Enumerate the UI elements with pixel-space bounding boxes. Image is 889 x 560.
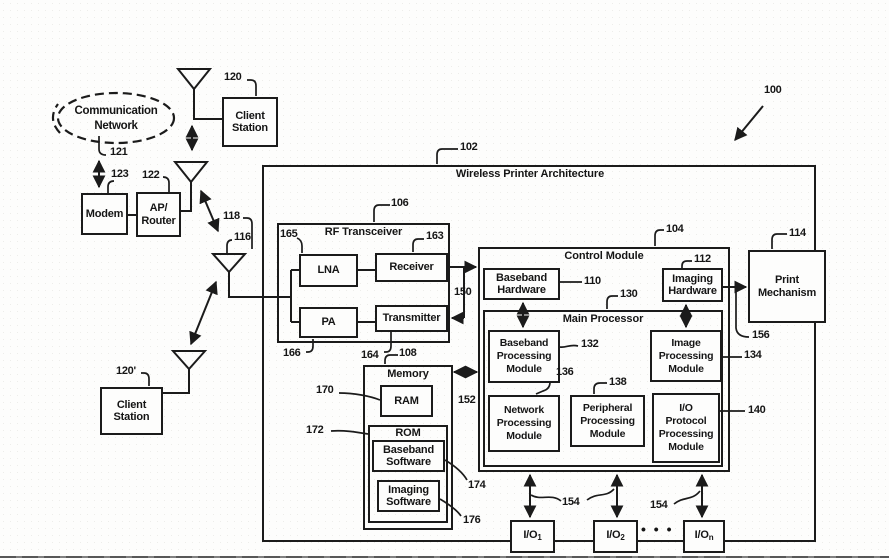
baseband-hardware-box: Baseband Hardware bbox=[483, 268, 560, 300]
ref-112: 112 bbox=[694, 253, 711, 265]
ref-100: 100 bbox=[764, 84, 782, 96]
memory-box bbox=[363, 365, 453, 530]
ap-router-box: AP/ Router bbox=[136, 192, 181, 237]
pa-box: PA bbox=[299, 307, 358, 338]
ion-box: I/On bbox=[683, 520, 725, 553]
ref-152: 152 bbox=[458, 394, 476, 406]
rom-title: ROM bbox=[395, 427, 421, 439]
rf-transceiver-box bbox=[277, 223, 450, 343]
communication-network-label: Communication Network bbox=[74, 105, 158, 132]
ref-104: 104 bbox=[666, 223, 684, 235]
io2-box: I/O2 bbox=[593, 520, 638, 553]
imaging-software-box: Imaging Software bbox=[377, 480, 440, 512]
communication-network-cloud bbox=[51, 91, 176, 145]
ref-132: 132 bbox=[581, 338, 599, 350]
rf-transceiver-title: RF Transceiver bbox=[324, 226, 403, 238]
io1-box: I/O1 bbox=[510, 520, 555, 553]
ion-label: I/On bbox=[694, 528, 714, 542]
ref-154-right: 154 bbox=[650, 499, 668, 511]
ref-170: 170 bbox=[316, 384, 334, 396]
main-processor-title: Main Processor bbox=[562, 313, 644, 325]
scan-edge-artifact bbox=[0, 556, 889, 558]
ref-138: 138 bbox=[609, 376, 627, 388]
io-ellipsis: • • • bbox=[641, 521, 674, 537]
ref-130: 130 bbox=[620, 288, 638, 300]
rom-box bbox=[368, 425, 448, 523]
antenna-icon-printer bbox=[210, 253, 291, 298]
control-module-box bbox=[478, 247, 730, 472]
ref-121: 121 bbox=[110, 146, 128, 158]
ref-166: 166 bbox=[283, 347, 301, 359]
peripheral-processing-module-box: Peripheral Processing Module bbox=[570, 395, 645, 447]
double-arrows bbox=[92, 124, 709, 519]
main-processor-box bbox=[483, 310, 723, 467]
memory-title: Memory bbox=[387, 368, 429, 380]
ref-102: 102 bbox=[460, 141, 478, 153]
ref-134: 134 bbox=[744, 349, 762, 361]
ref-108: 108 bbox=[399, 347, 417, 359]
io1-label: I/O1 bbox=[523, 528, 542, 542]
antenna-icon-client-top bbox=[175, 68, 222, 120]
print-mechanism-box: Print Mechanism bbox=[748, 250, 826, 323]
ref-165: 165 bbox=[280, 228, 298, 240]
ref-140: 140 bbox=[748, 404, 766, 416]
ref-123: 123 bbox=[111, 168, 129, 180]
plain-connectors bbox=[128, 214, 465, 323]
ref-118: 118 bbox=[223, 210, 240, 222]
ref-116: 116 bbox=[234, 231, 251, 243]
ref-120-prime: 120' bbox=[116, 365, 136, 377]
ref-176: 176 bbox=[463, 514, 481, 526]
network-processing-module-box: Network Processing Module bbox=[488, 395, 560, 452]
ref-164: 164 bbox=[361, 349, 379, 361]
ref-120: 120 bbox=[224, 71, 242, 83]
client-station-top-box: Client Station bbox=[222, 97, 278, 147]
ref-154-left: 154 bbox=[562, 496, 580, 508]
ref-156: 156 bbox=[752, 329, 770, 341]
ref-136: 136 bbox=[556, 366, 574, 378]
antenna-icon-ap-router bbox=[172, 161, 210, 212]
ref-163: 163 bbox=[426, 230, 444, 242]
receiver-box: Receiver bbox=[375, 253, 448, 282]
control-module-title: Control Module bbox=[564, 250, 644, 262]
io2-label: I/O2 bbox=[606, 528, 625, 542]
ref-174: 174 bbox=[468, 479, 486, 491]
antenna-icon-client-bottom bbox=[163, 350, 208, 394]
ref-106: 106 bbox=[391, 197, 409, 209]
transmitter-box: Transmitter bbox=[375, 305, 448, 332]
ref-110: 110 bbox=[584, 275, 601, 287]
ref-150: 150 bbox=[454, 286, 472, 298]
modem-box: Modem bbox=[81, 193, 128, 235]
ram-box: RAM bbox=[380, 385, 433, 417]
ref-122: 122 bbox=[142, 169, 160, 181]
ref-172: 172 bbox=[306, 424, 324, 436]
lna-box: LNA bbox=[299, 254, 358, 287]
baseband-processing-module-box: Baseband Processing Module bbox=[488, 330, 560, 383]
baseband-software-box: Baseband Software bbox=[372, 440, 445, 472]
ref-114: 114 bbox=[789, 227, 806, 239]
imaging-hardware-box: Imaging Hardware bbox=[662, 268, 723, 302]
image-processing-module-box: Image Processing Module bbox=[650, 330, 722, 382]
single-arrows bbox=[448, 105, 764, 325]
io-protocol-processing-module-box: I/O Protocol Processing Module bbox=[652, 393, 720, 463]
client-station-bottom-box: Client Station bbox=[100, 387, 163, 435]
architecture-title: Wireless Printer Architecture bbox=[455, 168, 605, 180]
